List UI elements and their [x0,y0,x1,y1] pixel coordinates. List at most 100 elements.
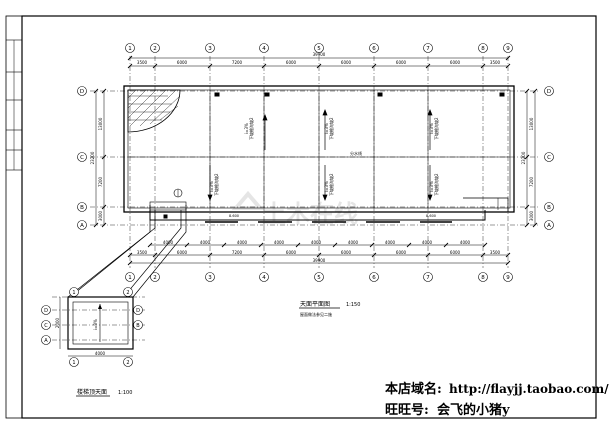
dim-bottom-total: 39900 [313,258,326,263]
watermark: 土木在线 [231,190,358,228]
grid-bubble-labels-top: 1 2 3 4 5 6 7 8 9 [128,46,510,52]
dim-top-total: 39900 [313,52,326,57]
dim-top: 6000 [286,60,297,65]
drain-note: 下坡檐沟坡2 [433,117,439,140]
elevation-label: 8.600 [426,214,436,218]
axis-2: 2 [153,46,157,52]
axis-7: 7 [426,46,430,52]
slope-note: i=3% [429,123,434,134]
axis-2: 2 [153,275,157,281]
dim-left: 7200 [98,176,103,187]
dim-bay: 4000 [163,240,174,245]
axis-A: A [80,223,84,229]
dim-right-total: 23200 [521,151,526,164]
axis-9: 9 [506,275,510,281]
axis-5: 5 [317,46,321,52]
axis-C: C [547,155,551,161]
wangwang-label: 旺旺号: [385,403,429,418]
small-plan-title: 楼梯顶天面 [77,388,107,396]
side-dimension-labels: 13000 7200 3000 23200 13000 7200 3000 23… [90,117,534,221]
dim-bay: 4000 [237,240,248,245]
small-title-block: 楼梯顶天面 1:100 [76,388,132,397]
top-dimension-labels: 3500 6000 7200 6000 6000 6000 6000 3500 … [137,52,501,65]
dim-bay: 4000 [311,240,322,245]
drain-note: 下坡檐沟坡2 [433,173,439,196]
dim-left: 3000 [98,210,103,221]
dim-bottom: 3500 [137,250,148,255]
dim-right: 3000 [529,210,534,221]
dim-top: 6000 [177,60,188,65]
dim-bottom: 6000 [396,250,407,255]
dim-bay: 4000 [200,240,211,245]
axis-5: 5 [317,275,321,281]
wangwang-name: 会飞的小猪y [437,402,510,418]
dim-stair-width: 4000 [95,351,106,356]
grid-bubbles-bottom [125,272,513,282]
stair-roof-projection [67,188,187,298]
axis-4: 4 [262,275,266,281]
grid-bubbles-top [125,43,513,53]
bottom-dimension-chain [127,242,511,266]
dim-top: 7200 [232,60,243,65]
axis-6: 6 [372,275,376,281]
slope-note: i=3% [244,123,249,134]
side-dimension-chains [93,88,538,228]
dim-top: 3500 [137,60,148,65]
dim-stair-depth: 2000 [55,317,60,328]
dim-bottom: 3500 [490,250,501,255]
axis-D: D [44,308,48,314]
axis-B: B [136,323,140,329]
dim-bottom: 6000 [341,250,352,255]
dim-bottom: 7200 [232,250,243,255]
drain-note: 下坡檐沟坡2 [328,117,334,140]
dim-top: 6000 [396,60,407,65]
axis-D: D [80,89,84,95]
slope-note: i=3% [324,181,329,192]
watermark-text: 土木在线 [262,200,358,228]
axis-D: D [547,89,551,95]
grid-bubbles-rows [77,86,554,230]
axis-A: A [547,223,551,229]
main-title-block: 天面平面图 1:150 屋面做法参见二施 [299,301,360,317]
dim-bay: 4000 [422,240,433,245]
dim-bottom: 6000 [450,250,461,255]
slope-note: i=3% [429,181,434,192]
dim-bottom: 6000 [286,250,297,255]
drain-markers [163,92,505,219]
main-plan-title: 天面平面图 [300,301,330,308]
grid-bubble-labels-rows: D C B A D C B A [80,89,551,229]
axis-1: 1 [128,46,132,52]
slope-note: i=3% [324,123,329,134]
dim-bottom: 6000 [177,250,188,255]
roof-notes: i=3% 下坡檐沟坡2 i=3% 下坡檐沟坡2 i=3% 下坡檐沟坡2 i=3%… [209,117,439,218]
main-roof-plan [90,56,540,268]
slope-arrows [207,109,433,201]
dim-bay: 4000 [385,240,396,245]
drain-note: 下坡檐沟坡2 [328,173,334,196]
dim-right: 13000 [529,117,534,130]
dim-top: 3500 [490,60,501,65]
parapet-outline [123,85,515,213]
main-plan-note: 屋面做法参见二施 [300,311,332,317]
stair-roof-labels: D C A D B 1 2 1 2 4000 2000 i=3% [44,290,140,366]
axis-B: B [547,205,551,211]
dim-top: 6000 [450,60,461,65]
drain-note: 下坡檐沟坡2 [248,117,254,140]
axis-9: 9 [506,46,510,52]
axis-2: 2 [126,290,129,296]
axis-8: 8 [481,275,485,281]
shop-info: 本店域名: http://flayjj.taobao.com/ 旺旺号: 会飞的… [385,381,609,418]
axis-B: B [80,205,84,211]
dim-left: 13000 [98,117,103,130]
axis-4: 4 [262,46,266,52]
axis-6: 6 [372,46,376,52]
axis-1: 1 [128,275,132,281]
title-block-strip [5,15,23,419]
domain-label: 本店域名: [385,381,442,397]
dim-top: 6000 [341,60,352,65]
grid-bubble-labels-bottom: 1 2 3 4 5 6 7 8 9 [128,275,510,281]
axis-C: C [44,323,48,329]
domain-url: http://flayjj.taobao.com/ [449,382,609,396]
slope-note: i=3% [93,319,98,330]
